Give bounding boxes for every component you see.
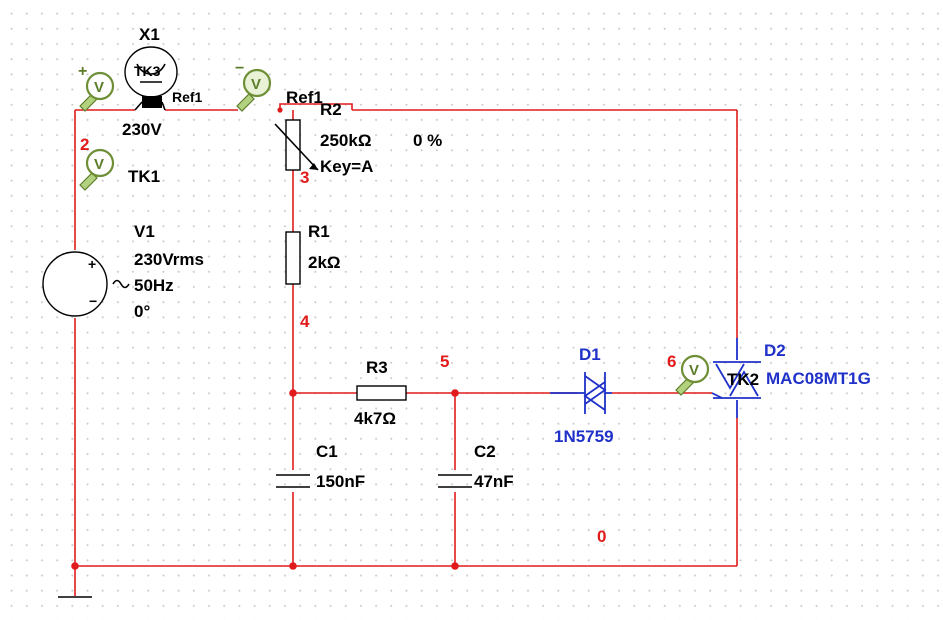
d2-probe-label: TK2: [727, 370, 759, 389]
junction-dot: [289, 389, 297, 397]
probe-v-icon: V: [689, 362, 699, 379]
resistor-r1[interactable]: [285, 231, 301, 285]
sine-wave-icon: [112, 279, 130, 289]
triac-d2[interactable]: [711, 338, 761, 418]
voltage-probe-tk1[interactable]: V: [79, 148, 115, 191]
node-label-0: 0: [597, 527, 606, 546]
c1-ref-label: C1: [316, 442, 338, 461]
lamp-voltage-label: 230V: [122, 120, 162, 139]
junction-dot: [277, 107, 283, 113]
d1-ref-label: D1: [579, 345, 601, 364]
r1-value-label: 2kΩ: [308, 253, 341, 272]
d2-ref-label: D2: [764, 341, 786, 360]
ac-voltage-source-v1[interactable]: + −: [42, 251, 130, 317]
junction-dot: [289, 562, 297, 570]
c1-value-label: 150nF: [316, 472, 365, 491]
diac-d1[interactable]: [550, 372, 612, 414]
lamp-ref-label: X1: [139, 25, 160, 44]
pot-key-label: Key=A: [320, 157, 373, 176]
lamp-probe-label: TK3: [134, 63, 161, 79]
source-phase-label: 0°: [134, 302, 150, 321]
capacitor-c2[interactable]: [438, 474, 472, 488]
source-frequency-label: 50Hz: [134, 276, 174, 295]
d1-part-label: 1N5759: [554, 427, 614, 446]
pot-ref-label: R2: [320, 100, 342, 119]
probe-v-icon: V: [94, 79, 104, 96]
lamp-pin-label: Ref1: [172, 89, 203, 105]
node-label-3: 3: [300, 168, 309, 187]
node-label-6: 6: [667, 352, 676, 371]
junction-dot: [451, 389, 459, 397]
pot-pin-label: Ref1: [286, 88, 323, 107]
probe-tk1-label: TK1: [128, 167, 160, 186]
probe-v-icon: V: [251, 76, 261, 93]
potentiometer-r2[interactable]: [274, 119, 319, 171]
probe-plus-sign: +: [78, 63, 87, 80]
source-plus-sign: +: [88, 256, 96, 272]
lamp-base: [142, 96, 162, 108]
voltage-probe-lamp-minus[interactable]: V −: [235, 60, 272, 112]
junction-dot: [451, 562, 459, 570]
wire-ref1-stub[interactable]: [279, 103, 353, 110]
pot-value-label: 250kΩ: [320, 131, 371, 150]
probe-minus-sign: −: [235, 60, 244, 77]
source-ref-label: V1: [134, 222, 155, 241]
source-voltage-label: 230Vrms: [134, 250, 204, 269]
r3-value-label: 4k7Ω: [354, 409, 396, 428]
junction-dot: [71, 562, 79, 570]
r1-ref-label: R1: [308, 222, 330, 241]
probe-v-icon: V: [94, 156, 104, 173]
resistor-r3[interactable]: [356, 385, 407, 401]
voltage-probe-tk2[interactable]: V: [675, 354, 710, 396]
node-label-4: 4: [300, 312, 310, 331]
d2-part-label: MAC08MT1G: [766, 369, 871, 388]
node-label-2: 2: [80, 135, 89, 154]
c2-ref-label: C2: [474, 442, 496, 461]
voltage-probe-lamp-plus[interactable]: V +: [78, 63, 115, 112]
c2-value-label: 47nF: [474, 472, 514, 491]
lamp-x1[interactable]: X1 TK3 Ref1: [124, 25, 203, 111]
junctions: [71, 107, 459, 570]
source-minus-sign: −: [89, 293, 97, 309]
pot-setting-label: 0 %: [413, 131, 442, 150]
r3-ref-label: R3: [366, 358, 388, 377]
wires: [74, 103, 738, 596]
capacitor-c1[interactable]: [276, 474, 310, 488]
pot-arrow-icon: [309, 163, 318, 170]
node-label-5: 5: [440, 352, 449, 371]
